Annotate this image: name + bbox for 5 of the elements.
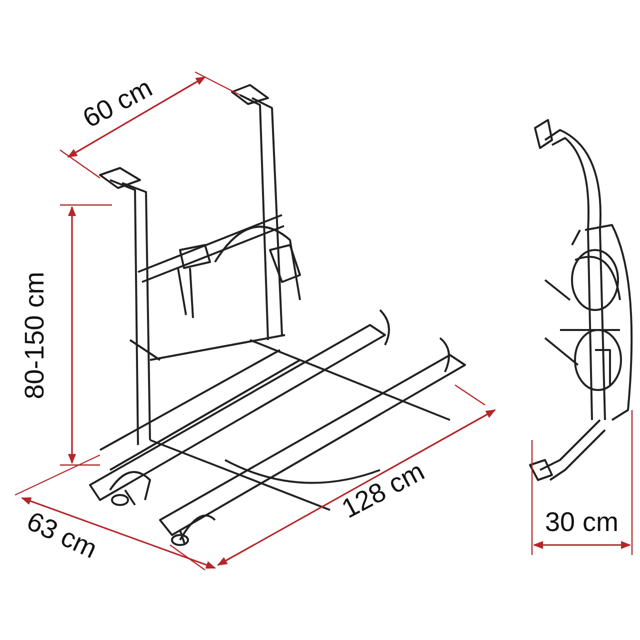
dimension-label: 60 cm [78, 74, 157, 132]
dimension-label: 80-150 cm [21, 271, 48, 399]
dimension-label: 128 cm [337, 457, 428, 523]
dimension-label: 63 cm [22, 507, 101, 563]
dimension-label: 30 cm [545, 508, 619, 536]
